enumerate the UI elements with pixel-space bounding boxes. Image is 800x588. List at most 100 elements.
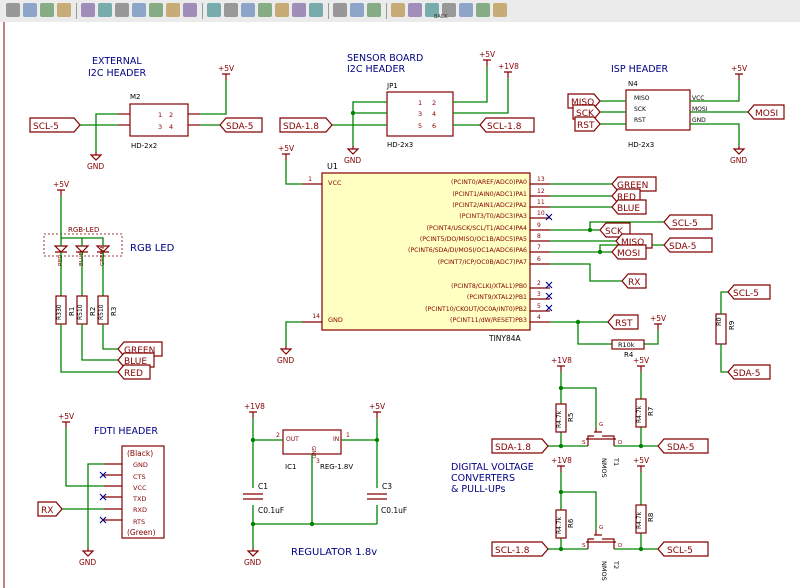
rgb-led[interactable]: RGB-LED RED BLUE GREEN <box>43 226 123 266</box>
label-scl18-dvc[interactable]: SCL-1.8 <box>491 541 549 557</box>
label-sck-isp[interactable]: SCK <box>572 104 601 120</box>
svg-text:+1V8: +1V8 <box>498 62 519 71</box>
svg-text:+5V: +5V <box>278 144 295 153</box>
toolbar-zoom-auto-button[interactable] <box>309 3 323 17</box>
n4-isp-header[interactable]: N4 HD-2x3 MISO SCK RST VCC MOSI GND <box>625 80 708 149</box>
svg-text:SCK: SCK <box>576 109 595 119</box>
jp1-header[interactable]: JP1 HD-2x3 1 2 3 4 5 6 <box>386 82 454 149</box>
u1-tiny84a[interactable]: U1 TINY84A VCC GND 1 14 (PCINT0/AREF/ADC… <box>302 162 550 343</box>
label-sda18-jp1[interactable]: SDA-1.8 <box>279 117 333 133</box>
svg-text:1: 1 <box>158 111 162 119</box>
label-sda5-r9[interactable]: SDA-5 <box>727 364 771 380</box>
label-mosi-isp[interactable]: MOSI <box>747 104 785 120</box>
toolbar-paste-button[interactable] <box>149 3 163 17</box>
toolbar-zoom-out-button[interactable] <box>275 3 289 17</box>
toolbar-open-file-button[interactable] <box>23 3 37 17</box>
ftdi-header[interactable]: (Black) GND CTS VCC TXD RXD RTS (Green) <box>104 445 165 539</box>
toolbar-bom-button[interactable] <box>442 3 456 17</box>
svg-text:OUT: OUT <box>286 436 299 443</box>
wire-pa7-rx <box>550 263 622 282</box>
label-rst-isp[interactable]: RST <box>574 116 601 132</box>
label-sda5-m2[interactable]: SDA-5 <box>219 117 263 133</box>
label-rx-u1[interactable]: RX <box>621 273 647 289</box>
label-scl5-r9[interactable]: SCL-5 <box>727 284 771 300</box>
toolbar-print-button[interactable] <box>81 3 95 17</box>
r9-resistor[interactable]: R0 R9 <box>715 313 736 345</box>
m2-header[interactable]: M2 HD-2x2 1 2 3 4 <box>118 93 200 150</box>
svg-text:GND: GND <box>328 316 343 324</box>
svg-text:MOSI: MOSI <box>692 106 708 113</box>
svg-text:3: 3 <box>418 110 422 118</box>
label-red-led[interactable]: RED <box>117 364 151 380</box>
t2-nmos[interactable]: S D G NMOS T2 <box>582 525 622 581</box>
r6-resistor[interactable]: R4.7k R6 <box>555 509 575 539</box>
r5-resistor[interactable]: R4.7k R5 <box>555 403 575 433</box>
label-sda5-u1[interactable]: SDA-5 <box>663 237 713 253</box>
svg-text:TXD: TXD <box>132 495 146 503</box>
toolbar-erc-button[interactable] <box>408 3 422 17</box>
toolbar-find-button[interactable] <box>207 3 221 17</box>
label-sda5-dvc[interactable]: SDA-5 <box>657 438 709 454</box>
label-blue-u1[interactable]: BLUE <box>611 199 647 215</box>
label-scl5-m2[interactable]: SCL-5 <box>29 117 81 133</box>
ic1-regulator[interactable]: OUT IN GND 2 1 3 IC1 REG-1.8V <box>276 429 353 471</box>
toolbar-library-editor-button[interactable] <box>350 3 364 17</box>
toolbar-copy-button[interactable] <box>132 3 146 17</box>
r8-resistor[interactable]: R4.7k R8 <box>635 504 655 534</box>
svg-text:MOSI: MOSI <box>617 249 640 259</box>
toolbar-redo-button[interactable] <box>183 3 197 17</box>
toolbar-cut-button[interactable] <box>115 3 129 17</box>
toolbar-plot-button[interactable] <box>98 3 112 17</box>
svg-text:IN: IN <box>333 436 339 443</box>
label-mosi-u1[interactable]: MOSI <box>611 244 647 260</box>
label-scl5-dvc[interactable]: SCL-5 <box>657 541 709 557</box>
r4-resistor[interactable]: R10k R4 <box>611 339 645 359</box>
svg-text:R4.7k: R4.7k <box>636 405 643 423</box>
schematic-sheet[interactable]: .w{stroke:#008400;stroke-width:1.3;fill:… <box>0 22 800 588</box>
wire-isp-left <box>600 100 626 125</box>
label-rst-u1[interactable]: RST <box>607 314 639 330</box>
label-rx-ftdi[interactable]: RX <box>37 501 63 517</box>
r2-resistor[interactable]: R510 R2 <box>76 295 97 325</box>
r1-resistor[interactable]: R330 R1 <box>55 295 76 325</box>
svg-text:(Black): (Black) <box>127 449 153 458</box>
label-scl5-u1[interactable]: SCL-5 <box>663 214 713 230</box>
toolbar-find-replace-button[interactable] <box>224 3 238 17</box>
c3-capacitor[interactable]: C3 C0.1uF <box>367 482 407 515</box>
section-sensor-1: SENSOR BOARD <box>347 53 423 64</box>
toolbar-separator <box>386 3 387 19</box>
wire-r3-green <box>102 324 118 350</box>
toolbar-zoom-redraw-button[interactable] <box>292 3 306 17</box>
toolbar-netlist-export-button[interactable] <box>425 3 439 17</box>
wire-isp-vcc <box>690 80 740 102</box>
section-rgb: RGB LED <box>130 243 175 254</box>
toolbar-undo-button[interactable] <box>166 3 180 17</box>
svg-text:SDA-1.8: SDA-1.8 <box>495 443 531 453</box>
svg-text:VCC: VCC <box>133 484 147 492</box>
c1-capacitor[interactable]: C1 C0.1uF <box>243 482 284 515</box>
toolbar-pcbnew-button[interactable] <box>459 3 473 17</box>
toolbar-library-browser-button[interactable] <box>367 3 381 17</box>
label-scl18-jp1[interactable]: SCL-1.8 <box>479 117 535 133</box>
junction <box>558 443 564 449</box>
toolbar-cvpcb-button[interactable] <box>476 3 490 17</box>
toolbar-zoom-in-button[interactable] <box>258 3 272 17</box>
svg-text:M2: M2 <box>130 93 141 101</box>
svg-text:HD-2x2: HD-2x2 <box>131 142 157 150</box>
wire-jp1-5v <box>453 66 488 103</box>
toolbar-back-button[interactable] <box>493 3 507 17</box>
toolbar-hierarchy-button[interactable] <box>333 3 347 17</box>
r7-resistor[interactable]: R4.7k R7 <box>635 398 655 428</box>
toolbar-annotate-button[interactable] <box>391 3 405 17</box>
toolbar-new-sheet-button[interactable] <box>6 3 20 17</box>
wire-jp1-gnd <box>352 101 387 146</box>
toolbar-page-settings-button[interactable] <box>57 3 71 17</box>
svg-text:+5V: +5V <box>218 64 235 73</box>
label-sda18-dvc[interactable]: SDA-1.8 <box>491 438 549 454</box>
wire-rst-r4 <box>577 322 612 345</box>
r3-resistor[interactable]: R510 R3 <box>97 295 118 325</box>
toolbar-save-file-button[interactable] <box>40 3 54 17</box>
t1-nmos[interactable]: S D G NMOS T1 <box>582 422 622 478</box>
svg-text:(PCINT3/T0/ADC3)PA3: (PCINT3/T0/ADC3)PA3 <box>459 213 527 220</box>
toolbar-netlist-button[interactable] <box>241 3 255 17</box>
